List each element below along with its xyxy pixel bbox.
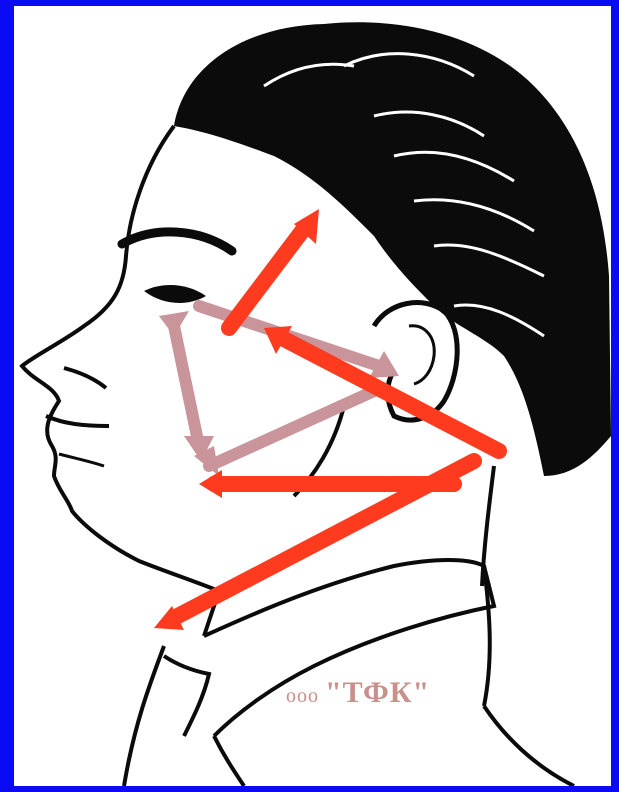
- nostril: [64, 368, 106, 388]
- primary-arrowheads: [154, 209, 319, 630]
- arrowhead-red-3: [199, 470, 222, 498]
- eyebrow: [122, 232, 232, 251]
- chin-line: [59, 454, 104, 466]
- illustration-panel: ooo "ТФК": [14, 6, 611, 786]
- arrow-red-temple: [229, 226, 306, 328]
- jacket-lapel: [214, 736, 244, 786]
- watermark-prefix: ooo: [286, 685, 319, 707]
- face-outline: [22, 126, 219, 591]
- mouth: [46, 416, 109, 426]
- company-watermark: ooo "ТФК": [286, 676, 430, 710]
- arrow-red-cheek: [282, 338, 499, 451]
- arrowhead-pink-1: [159, 311, 189, 336]
- watermark-name: "ТФК": [325, 676, 430, 709]
- arrow-pink-vertical: [174, 326, 199, 446]
- eye: [144, 285, 206, 303]
- ear-inner: [409, 326, 434, 384]
- man-profile-illustration: [14, 6, 611, 786]
- jacket-left: [124, 646, 164, 786]
- arrow-pink-lower: [209, 391, 374, 466]
- tie-knot: [164, 656, 209, 736]
- jacket-right: [484, 706, 574, 786]
